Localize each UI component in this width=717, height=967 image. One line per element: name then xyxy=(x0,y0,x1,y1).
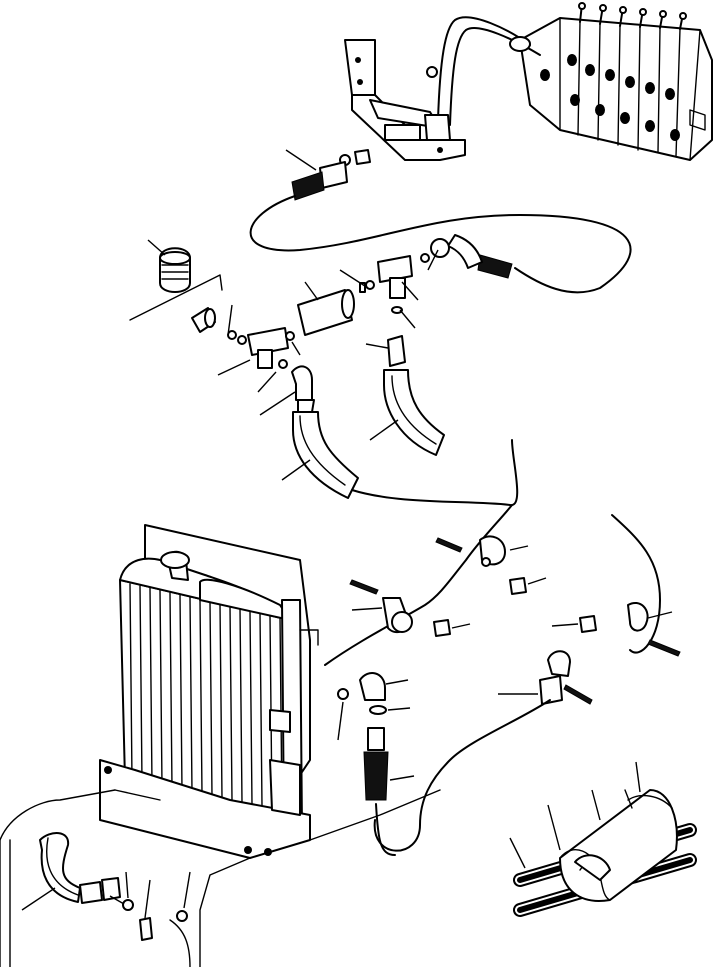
radiator-hose-fittings xyxy=(337,672,415,856)
tee-fitting-right xyxy=(339,234,513,329)
cap xyxy=(191,304,233,336)
control-valve xyxy=(519,2,713,161)
radiator xyxy=(99,524,319,859)
hose-bundle-detail xyxy=(509,761,697,917)
steel-tube xyxy=(437,16,541,126)
hydraulic-tank-cap xyxy=(129,239,223,321)
hose-upper xyxy=(249,195,632,294)
hose-clamps xyxy=(324,504,681,852)
valve-mounting-bracket xyxy=(344,39,466,161)
adapter-coupler xyxy=(297,281,355,336)
cab-base-hose xyxy=(21,832,191,941)
machine-frame xyxy=(0,789,441,967)
tee-fitting-left xyxy=(217,327,301,393)
elbow-fitting xyxy=(259,365,315,416)
hose-lower-right xyxy=(369,369,445,456)
hose-lower-left xyxy=(281,411,519,506)
hose-upper-end xyxy=(285,149,371,201)
reducer-fitting xyxy=(365,335,406,367)
